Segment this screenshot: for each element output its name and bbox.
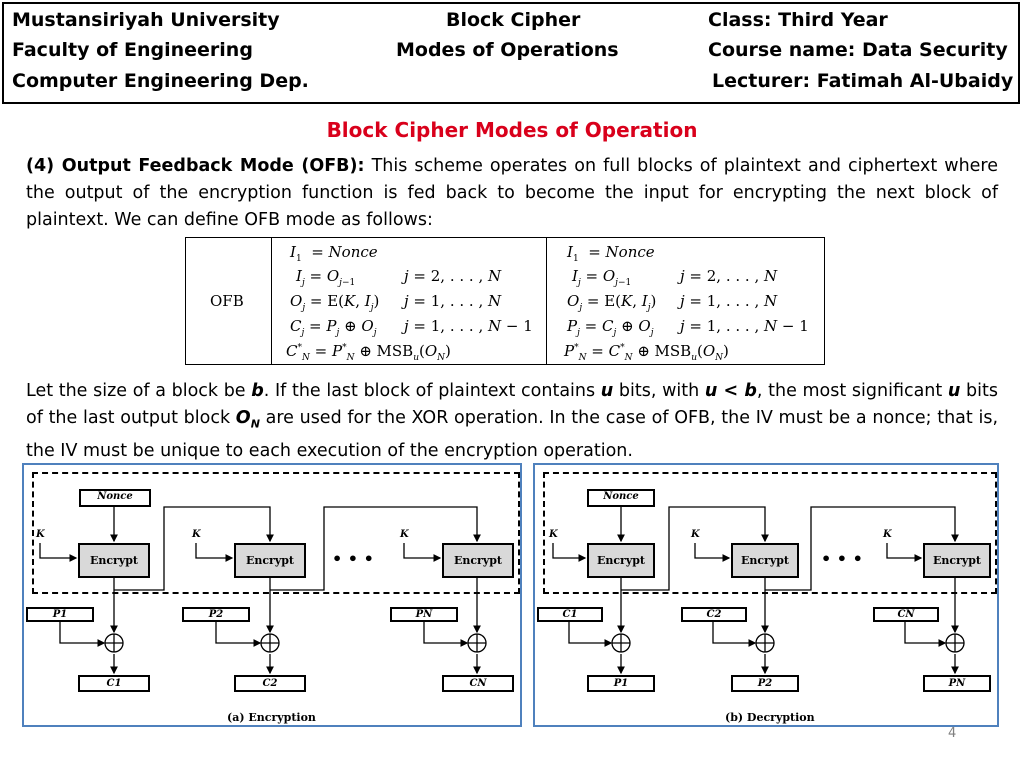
- continuation-dots: • • •: [821, 549, 863, 568]
- ciphertext-box: C2: [234, 675, 306, 692]
- enc-range-4: j = 1, . . . , N − 1: [404, 317, 533, 335]
- plaintext-box: P1: [26, 607, 94, 622]
- decryption-diagram-lines: [552, 506, 965, 675]
- enc-eq-4: Cj = Pj ⊕ Oj: [290, 317, 377, 338]
- ofb-definition-table: OFB I1 = Nonce Ij = Oj−1 j = 2, . . . , …: [185, 237, 825, 365]
- ciphertext-box: C1: [78, 675, 150, 692]
- nonce-box: Nonce: [587, 489, 655, 507]
- enc-eq-5: C*N = P*N ⊕ MSBu(ON): [286, 342, 451, 363]
- intro-paragraph: (4) Output Feedback Mode (OFB): This sch…: [26, 153, 998, 234]
- faculty-name: Faculty of Engineering: [12, 39, 253, 61]
- encrypt-box: Encrypt: [442, 543, 514, 578]
- enc-range-2: j = 2, . . . , N: [404, 267, 502, 285]
- ofb-term: (4) Output Feedback Mode (OFB):: [26, 156, 365, 176]
- encrypt-box: Encrypt: [234, 543, 306, 578]
- dec-range-2: j = 2, . . . , N: [680, 267, 778, 285]
- encryption-diagram-lines: [39, 506, 487, 675]
- dec-range-3: j = 1, . . . , N: [680, 292, 778, 310]
- key-label: K: [36, 529, 45, 540]
- continuation-dots: • • •: [332, 549, 374, 568]
- plaintext-output-box: P2: [731, 675, 799, 692]
- slide-title: Block Cipher Modes of Operation: [326, 118, 698, 142]
- ciphertext-input-box: C1: [537, 607, 603, 622]
- enc-eq-1: I1 = Nonce: [290, 243, 378, 264]
- plaintext-output-box: PN: [923, 675, 991, 692]
- dec-eq-4: Pj = Cj ⊕ Oj: [567, 317, 654, 338]
- encrypt-box: Encrypt: [587, 543, 655, 578]
- lecturer-name: Lecturer: Fatimah Al-Ubaidy: [712, 70, 1014, 92]
- decryption-diagram-frame: Nonce K K K Encrypt Encrypt Encrypt • • …: [533, 463, 999, 727]
- feedback-region: [543, 472, 997, 594]
- plaintext-output-box: P1: [587, 675, 655, 692]
- university-name: Mustansiriyah University: [12, 9, 280, 31]
- dec-eq-2: Ij = Oj−1: [572, 267, 632, 288]
- dec-eq-3: Oj = E(K, Ij): [567, 292, 657, 313]
- key-label: K: [691, 529, 700, 540]
- dec-eq-1: I1 = Nonce: [567, 243, 655, 264]
- encrypt-box: Encrypt: [923, 543, 991, 578]
- key-label: K: [192, 529, 201, 540]
- department-name: Computer Engineering Dep.: [12, 70, 309, 92]
- encryption-diagram-frame: Nonce K K K Encrypt Encrypt Encrypt • • …: [22, 463, 522, 727]
- ciphertext-box: CN: [442, 675, 514, 692]
- ciphertext-input-box: CN: [873, 607, 939, 622]
- intro-text: This scheme operates on full blocks of p…: [26, 156, 999, 230]
- course-name: Course name: Data Security: [708, 39, 1008, 61]
- encryption-caption: (a) Encryption: [227, 711, 316, 724]
- plaintext-box: P2: [182, 607, 250, 622]
- dec-range-4: j = 1, . . . , N − 1: [680, 317, 809, 335]
- table-label: OFB: [210, 292, 244, 310]
- key-label: K: [549, 529, 558, 540]
- encrypt-box: Encrypt: [731, 543, 799, 578]
- class-info: Class: Third Year: [708, 9, 888, 31]
- nonce-box: Nonce: [79, 489, 151, 507]
- decryption-caption: (b) Decryption: [725, 711, 815, 724]
- plaintext-box: PN: [390, 607, 458, 622]
- feedback-region: [32, 472, 520, 594]
- dec-eq-5: P*N = C*N ⊕ MSBu(ON): [564, 342, 729, 363]
- encrypt-box: Encrypt: [78, 543, 150, 578]
- topic-line-2: Modes of Operations: [396, 39, 619, 61]
- enc-eq-3: Oj = E(K, Ij): [290, 292, 380, 313]
- key-label: K: [883, 529, 892, 540]
- body-paragraph: Let the size of a block be b. If the las…: [26, 381, 999, 461]
- page-number: 4: [948, 726, 957, 741]
- key-label: K: [400, 529, 409, 540]
- topic-line-1: Block Cipher: [446, 9, 581, 31]
- enc-range-3: j = 1, . . . , N: [404, 292, 502, 310]
- enc-eq-2: Ij = Oj−1: [296, 267, 356, 288]
- header-box: [2, 2, 1020, 104]
- ciphertext-input-box: C2: [681, 607, 747, 622]
